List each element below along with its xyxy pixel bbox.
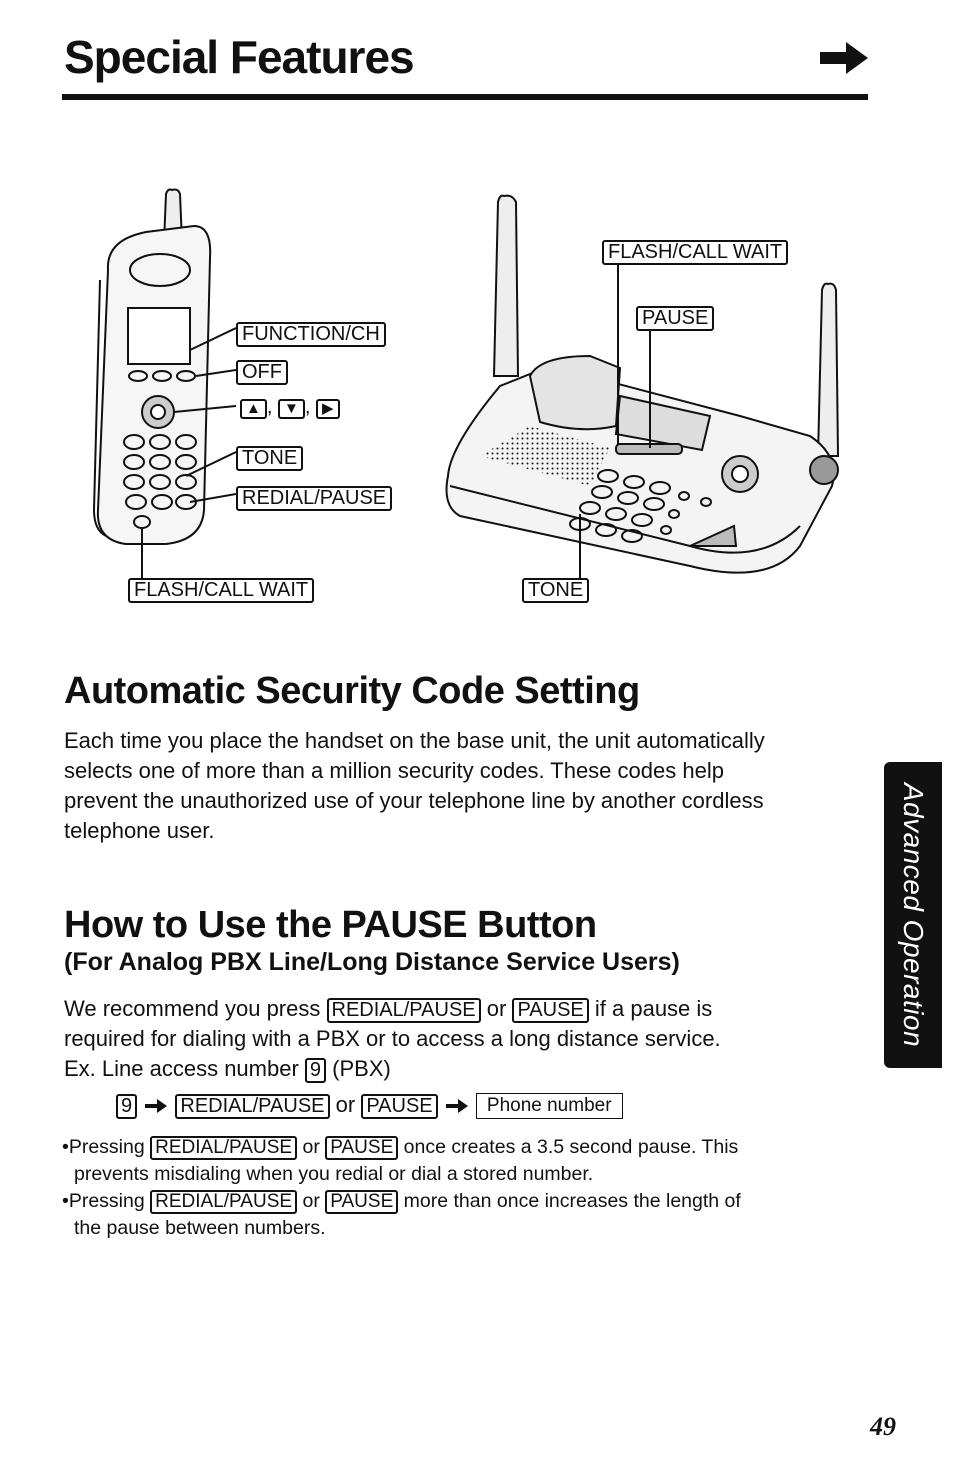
key-9: 9 xyxy=(304,1058,327,1083)
bullet-item: •Pressing REDIAL/PAUSE or PAUSE more tha… xyxy=(62,1190,741,1214)
dial-sequence: 9 REDIAL/PAUSE or PAUSE Phone number xyxy=(116,1090,623,1120)
label-redial-pause: REDIAL/PAUSE xyxy=(236,486,393,511)
label-base-flash-call-wait: FLASH/CALL WAIT xyxy=(602,240,789,265)
seq-key-redial-pause: REDIAL/PAUSE xyxy=(175,1094,330,1119)
seq-key-9: 9 xyxy=(116,1094,138,1119)
arrow-right-icon xyxy=(445,1099,468,1114)
label-handset-flash-call-wait: FLASH/CALL WAIT xyxy=(128,578,315,603)
side-tab-label: Advanced Operation xyxy=(898,782,929,1048)
handset-illustration xyxy=(92,188,236,578)
arrow-right-icon xyxy=(145,1099,168,1114)
security-line: prevent the unauthorized use of your tel… xyxy=(64,788,764,813)
base-unit-illustration xyxy=(445,194,840,578)
page-title: Special Features xyxy=(64,31,415,83)
label-base-tone: TONE xyxy=(522,578,590,603)
label-off: OFF xyxy=(236,360,288,385)
label-nav-keys: ▲, ▼, ▶ xyxy=(240,396,340,419)
seq-key-pause: PAUSE xyxy=(361,1094,438,1119)
key-redial-pause: REDIAL/PAUSE xyxy=(326,998,481,1023)
pause-heading: How to Use the PAUSE Button xyxy=(64,904,597,946)
label-base-pause: PAUSE xyxy=(636,306,715,331)
bullet-list: •Pressing REDIAL/PAUSE or PAUSE once cre… xyxy=(62,1134,882,1242)
key-pause: PAUSE xyxy=(512,998,589,1023)
pause-paragraph: We recommend you press REDIAL/PAUSE or P… xyxy=(64,996,721,1083)
section-side-tab: Advanced Operation xyxy=(884,762,942,1068)
security-heading: Automatic Security Code Setting xyxy=(64,670,640,712)
pause-subheading: (For Analog PBX Line/Long Distance Servi… xyxy=(64,948,680,976)
label-function-ch: FUNCTION/CH xyxy=(236,322,386,347)
header-rule xyxy=(62,94,868,100)
continue-arrow-icon xyxy=(820,42,868,74)
security-line: telephone user. xyxy=(64,818,215,843)
bullet-item: •Pressing REDIAL/PAUSE or PAUSE once cre… xyxy=(62,1136,739,1160)
page-number: 49 xyxy=(870,1412,896,1441)
security-line: Each time you place the handset on the b… xyxy=(64,728,765,753)
security-paragraph: Each time you place the handset on the b… xyxy=(64,726,864,846)
security-line: selects one of more than a million secur… xyxy=(64,758,724,783)
phone-number-box: Phone number xyxy=(475,1093,623,1120)
label-tone: TONE xyxy=(236,446,304,471)
